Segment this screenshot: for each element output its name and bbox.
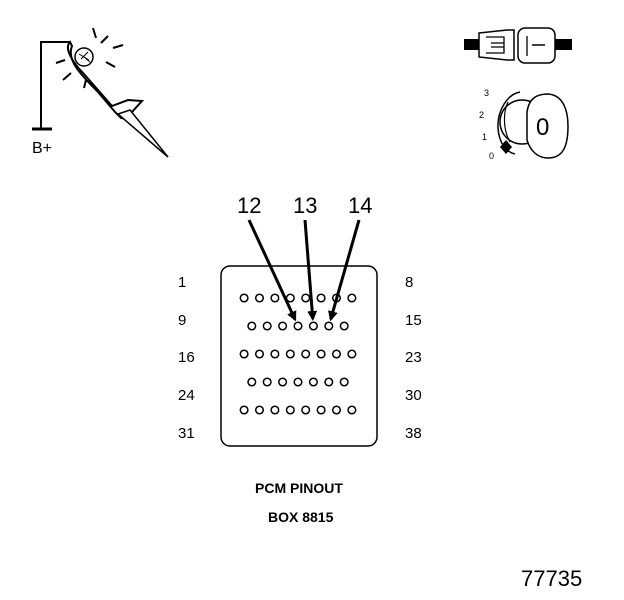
callout-arrow-13 <box>303 219 318 321</box>
key-position-2: 2 <box>479 110 485 120</box>
pin-30 <box>339 377 349 387</box>
pin-23 <box>347 349 357 359</box>
pin-label-left-row2: 9 <box>178 312 187 329</box>
pin-10 <box>262 321 272 331</box>
pin-label-left-row3: 16 <box>178 349 195 366</box>
pin-32 <box>254 405 265 415</box>
pin-9 <box>247 321 257 331</box>
pin-16 <box>239 349 249 359</box>
pin-1 <box>239 293 249 303</box>
pin-17 <box>254 349 265 359</box>
pin-35 <box>301 405 311 415</box>
pin-29 <box>324 377 334 387</box>
pin-2 <box>254 293 265 303</box>
pin-15 <box>339 321 349 331</box>
pin-8 <box>347 293 357 303</box>
key-face-label: 0 <box>536 114 550 141</box>
callout-label-12: 12 <box>237 193 262 218</box>
pin-11 <box>278 321 288 331</box>
caption-title: PCM PINOUT <box>255 480 343 496</box>
pin-19 <box>285 349 295 359</box>
ignition-key-icon <box>497 91 569 159</box>
pin-25 <box>262 377 272 387</box>
pin-label-right-row2: 15 <box>405 312 422 329</box>
pin-label-right-row5: 38 <box>405 425 422 442</box>
pin-6 <box>316 293 326 303</box>
pin-3 <box>270 293 280 303</box>
pcm-connector-body <box>220 265 378 447</box>
pin-label-right-row1: 8 <box>405 274 414 291</box>
pin-38 <box>347 405 357 415</box>
key-position-1: 1 <box>482 132 488 142</box>
caption-subtitle: BOX 8815 <box>268 509 334 525</box>
callout-label-13: 13 <box>293 193 318 218</box>
connector-plug-icon <box>464 27 572 64</box>
figure-id: 77735 <box>521 566 583 591</box>
pin-label-right-row4: 30 <box>405 387 422 404</box>
pin-27 <box>293 377 303 387</box>
glow-rays <box>55 27 124 89</box>
pin-36 <box>316 405 326 415</box>
pin-13 <box>308 321 318 331</box>
pin-label-left-row5: 31 <box>178 425 195 442</box>
pin-12 <box>293 321 303 331</box>
pin-18 <box>270 349 280 359</box>
pin-5 <box>301 293 311 303</box>
key-position-3: 3 <box>484 88 490 98</box>
test-light-icon <box>32 27 169 158</box>
pin-26 <box>278 377 288 387</box>
pin-31 <box>239 405 249 415</box>
pin-22 <box>331 349 342 359</box>
callout-arrow-12 <box>247 219 297 322</box>
pin-20 <box>301 349 311 359</box>
pin-33 <box>270 405 280 415</box>
callout-arrow-14 <box>328 219 361 322</box>
callout-arrows <box>247 219 361 322</box>
pin-14 <box>324 321 334 331</box>
key-position-0: 0 <box>489 151 495 161</box>
callout-label-14: 14 <box>348 193 373 218</box>
pin-24 <box>247 377 257 387</box>
pin-37 <box>331 405 342 415</box>
pin-21 <box>316 349 326 359</box>
pin-label-left-row4: 24 <box>178 387 195 404</box>
pin-label-left-row1: 1 <box>178 274 187 291</box>
pin-28 <box>308 377 318 387</box>
pin-grid <box>239 293 357 415</box>
pin-34 <box>285 405 295 415</box>
b-plus-label: B+ <box>32 140 53 157</box>
pin-label-right-row3: 23 <box>405 349 422 366</box>
